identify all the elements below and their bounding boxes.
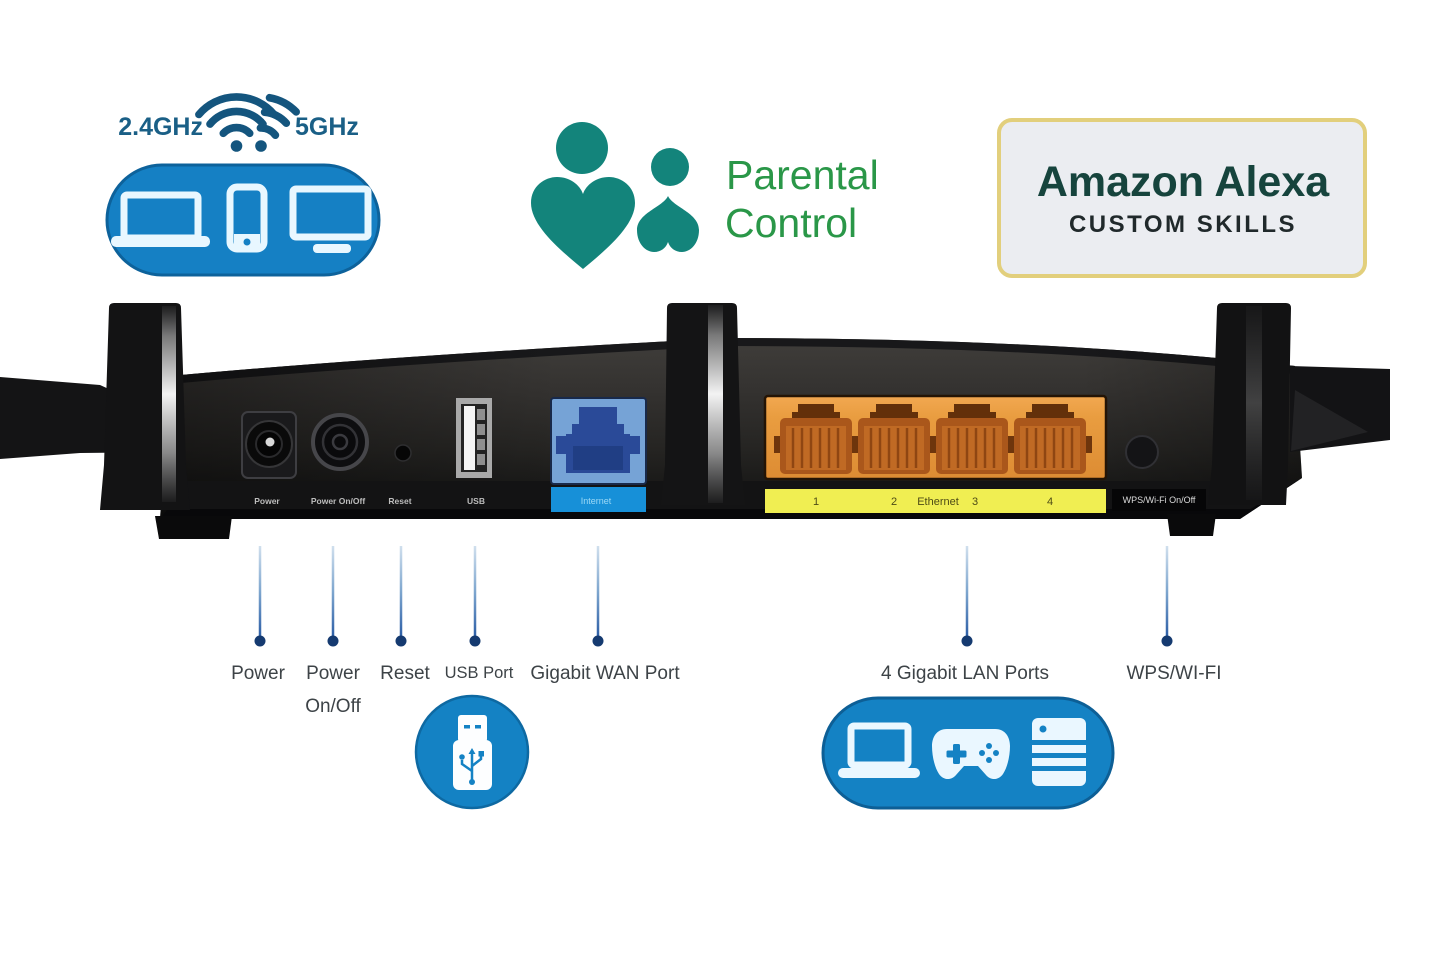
svg-text:On/Off: On/Off [305,696,361,717]
svg-text:Reset: Reset [380,663,430,684]
svg-text:Power On/Off: Power On/Off [311,496,365,506]
svg-text:WPS/Wi-Fi On/Off: WPS/Wi-Fi On/Off [1123,495,1196,505]
svg-text:Gigabit WAN Port: Gigabit WAN Port [530,663,680,684]
svg-text:2: 2 [891,496,897,508]
svg-text:1: 1 [813,496,819,508]
svg-text:4 Gigabit LAN Ports: 4 Gigabit LAN Ports [881,663,1049,684]
svg-text:2.4GHz: 2.4GHz [118,113,203,141]
svg-text:Amazon Alexa: Amazon Alexa [1037,158,1330,206]
svg-text:Ethernet: Ethernet [917,496,959,508]
svg-text:Power: Power [306,663,361,684]
svg-text:Internet: Internet [581,496,612,506]
svg-text:Control: Control [725,200,857,246]
svg-text:Power: Power [231,663,286,684]
svg-text:WPS/WI-FI: WPS/WI-FI [1127,663,1222,684]
svg-text:USB Port: USB Port [445,664,514,682]
svg-text:5GHz: 5GHz [295,113,359,141]
svg-text:CUSTOM SKILLS: CUSTOM SKILLS [1069,211,1297,238]
svg-text:Reset: Reset [388,496,411,506]
svg-text:3: 3 [972,496,978,508]
svg-text:4: 4 [1047,496,1053,508]
svg-text:Parental: Parental [726,152,879,198]
svg-text:Power: Power [254,496,280,506]
svg-text:USB: USB [467,496,485,506]
